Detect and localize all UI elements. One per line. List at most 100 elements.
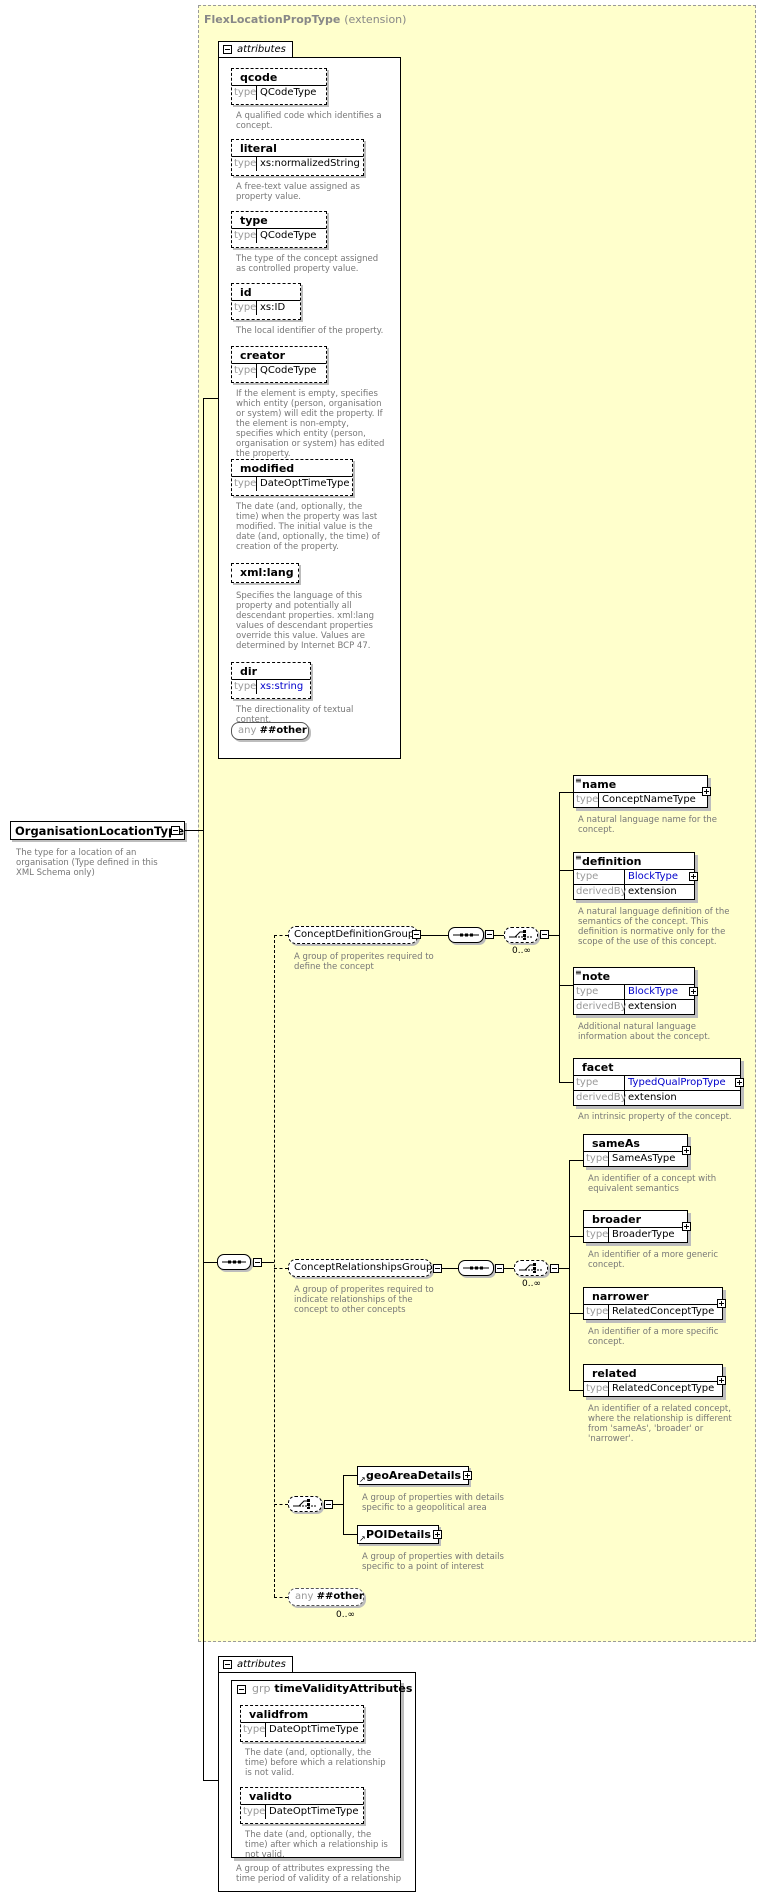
element-description: A group of properties with details speci… [362, 1493, 504, 1513]
type-label: type [234, 157, 257, 171]
type-value[interactable]: BlockType [628, 871, 679, 882]
time-validity-description: A group of attributes expressing the tim… [236, 1864, 402, 1884]
attribute-name: validto [249, 1790, 292, 1803]
type-value: RelatedConceptType [612, 1383, 715, 1394]
collapse-icon[interactable] [433, 1264, 442, 1273]
any-attribute[interactable]: any ##other [231, 722, 309, 740]
expand-icon[interactable] [717, 1299, 726, 1308]
concept-definition-group[interactable]: ConceptDefinitionGroup [288, 926, 418, 944]
expand-icon[interactable] [735, 1078, 744, 1087]
type-label: type [576, 793, 599, 807]
type-label: type [234, 477, 257, 491]
collapse-icon[interactable] [485, 930, 494, 939]
group-description: A group of properites required to indica… [294, 1285, 434, 1315]
definition-choice-compositor[interactable] [504, 927, 538, 943]
collapse-icon[interactable] [550, 1264, 559, 1273]
collapse-icon[interactable] [223, 1660, 232, 1669]
extension-title: FlexLocationPropType (extension) [204, 13, 406, 26]
collapse-icon[interactable] [540, 930, 549, 939]
definition-sequence-compositor[interactable] [448, 927, 484, 943]
expand-icon[interactable] [689, 872, 698, 881]
root-trunk [203, 398, 204, 1780]
attribute-name: xml:lang [240, 566, 294, 579]
type-label: type [234, 301, 257, 315]
element-description: A natural language name for the concept. [578, 815, 718, 835]
collapse-icon[interactable] [324, 1500, 333, 1509]
attribute-name: literal [240, 142, 277, 155]
collapse-icon[interactable] [237, 1685, 246, 1694]
relationships-choice-compositor[interactable] [514, 1260, 548, 1276]
type-value[interactable]: TypedQualPropType [628, 1077, 726, 1088]
expand-icon[interactable] [433, 1530, 442, 1539]
type-value: xs:normalizedString [260, 158, 360, 169]
element-geoAreaDetails[interactable]: ↗ geoAreaDetails [357, 1466, 472, 1485]
type-value[interactable]: BlockType [628, 986, 679, 997]
attribute-description: If the element is empty, specifies which… [236, 389, 385, 459]
attribute-description: The type of the concept assigned as cont… [236, 254, 379, 274]
attribute-description: The date (and, optionally, the time) bef… [245, 1748, 386, 1778]
expand-icon[interactable] [717, 1376, 726, 1385]
type-label: type [574, 985, 625, 999]
type-label: type [586, 1305, 609, 1319]
expand-icon[interactable] [689, 987, 698, 996]
type-value[interactable]: xs:string [260, 681, 304, 692]
details-choice-compositor[interactable] [288, 1496, 322, 1512]
connector [559, 985, 573, 986]
concept-relationships-group[interactable]: ConceptRelationshipsGroup [288, 1259, 432, 1277]
type-label: type [234, 229, 257, 243]
element-POIDetails[interactable]: ↗ POIDetails [357, 1525, 442, 1544]
collapse-icon[interactable] [253, 1258, 262, 1267]
main-sequence-compositor[interactable] [217, 1254, 251, 1270]
relationships-branch [569, 1160, 570, 1390]
expand-icon[interactable] [702, 787, 711, 796]
expand-icon[interactable] [463, 1471, 472, 1480]
attribute-xml-lang[interactable]: xml:lang [231, 563, 299, 583]
collapse-icon[interactable] [223, 45, 232, 54]
element-name-label: definition [582, 855, 642, 868]
trunk-to-time-attributes [203, 1780, 219, 1781]
collapse-icon[interactable] [171, 826, 180, 835]
sequence-icon [222, 1260, 246, 1264]
type-label: type [234, 364, 257, 378]
root-type-box[interactable]: OrganisationLocationType [10, 821, 185, 840]
relationships-sequence-compositor[interactable] [458, 1260, 494, 1276]
any-element[interactable]: any ##other [288, 1588, 364, 1606]
type-label: type [234, 86, 257, 100]
collapse-icon[interactable] [495, 1264, 504, 1273]
type-value: DateOptTimeType [269, 1724, 359, 1735]
collapse-icon[interactable] [412, 930, 421, 939]
attributes-tab-label: attributes [237, 1659, 286, 1670]
definition-branch [559, 792, 560, 1082]
expand-icon[interactable] [682, 1146, 691, 1155]
connector [549, 935, 559, 936]
type-label: type [234, 680, 257, 694]
expand-icon[interactable] [682, 1222, 691, 1231]
extension-type-name: FlexLocationPropType [204, 13, 341, 26]
type-label: type [243, 1805, 266, 1819]
element-name-label: facet [582, 1061, 614, 1074]
root-connector [185, 830, 203, 831]
attribute-name: dir [240, 665, 258, 678]
group-description: A group of properites required to define… [294, 952, 434, 972]
